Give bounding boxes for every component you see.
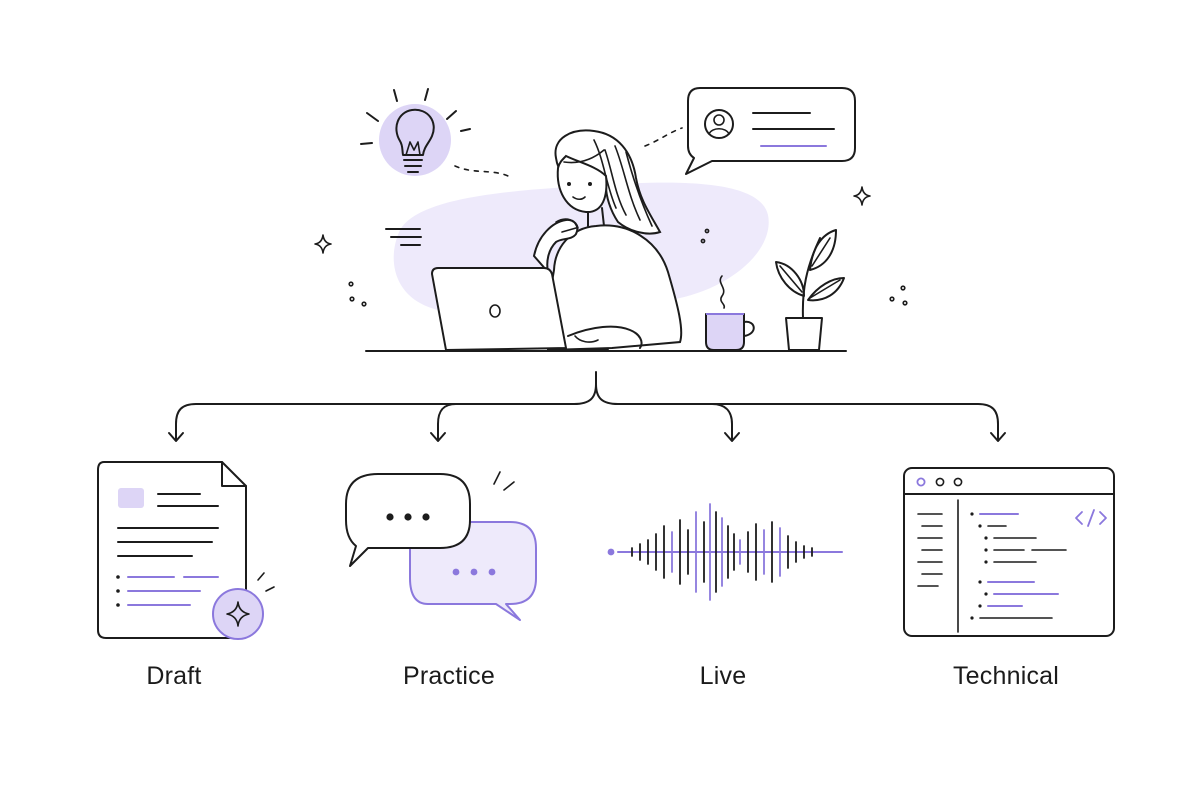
person-illustration — [532, 129, 683, 352]
audio-waveform-icon — [607, 503, 843, 601]
branch-connectors — [168, 371, 1006, 442]
profile-speech-bubble-icon — [644, 87, 856, 175]
coffee-mug-icon — [705, 275, 755, 351]
branch-label-draft: Draft — [146, 662, 202, 690]
document-sparkle-icon — [97, 461, 275, 640]
code-editor-window-icon — [903, 467, 1115, 637]
sparkle-icon — [314, 186, 908, 307]
branch-label-live: Live — [699, 662, 747, 690]
branch-label-practice: Practice — [403, 662, 495, 690]
potted-plant-icon — [775, 229, 845, 351]
lightbulb-icon — [360, 88, 513, 179]
branch-label-technical: Technical — [952, 662, 1060, 690]
chat-bubbles-icon — [345, 471, 537, 621]
